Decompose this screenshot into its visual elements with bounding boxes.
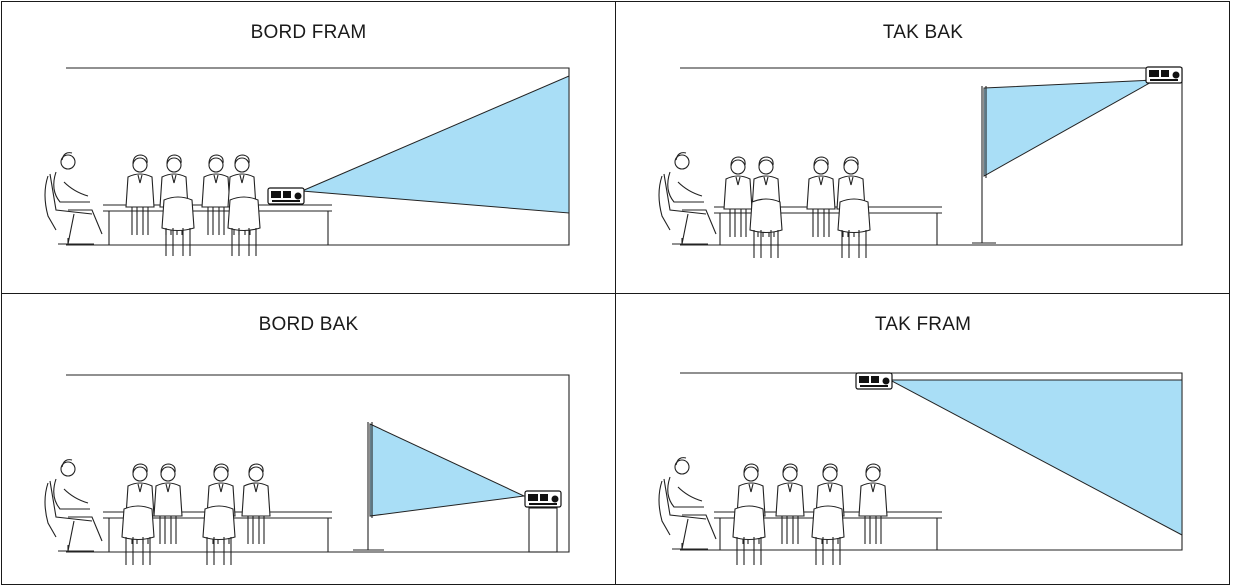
panel-ceiling-front: TAK FRAM — [616, 294, 1230, 584]
ceiling-front-illustration — [616, 294, 1230, 584]
projector-icon — [856, 373, 892, 389]
desk-front-illustration — [2, 2, 616, 294]
projector-icon — [1146, 67, 1182, 83]
projector-icon — [268, 188, 304, 204]
projection-beam — [370, 424, 524, 516]
desk-rear-illustration — [2, 294, 616, 584]
panel-desk-rear: BORD BAK — [2, 294, 616, 584]
projector-stand — [529, 508, 557, 552]
panel-ceiling-rear: TAK BAK — [616, 2, 1230, 294]
ceiling-rear-illustration — [616, 2, 1230, 294]
projector-icon — [525, 491, 561, 507]
projection-beam — [984, 80, 1155, 176]
projection-beam — [302, 76, 569, 213]
panel-desk-front: BORD FRAM — [2, 2, 616, 294]
